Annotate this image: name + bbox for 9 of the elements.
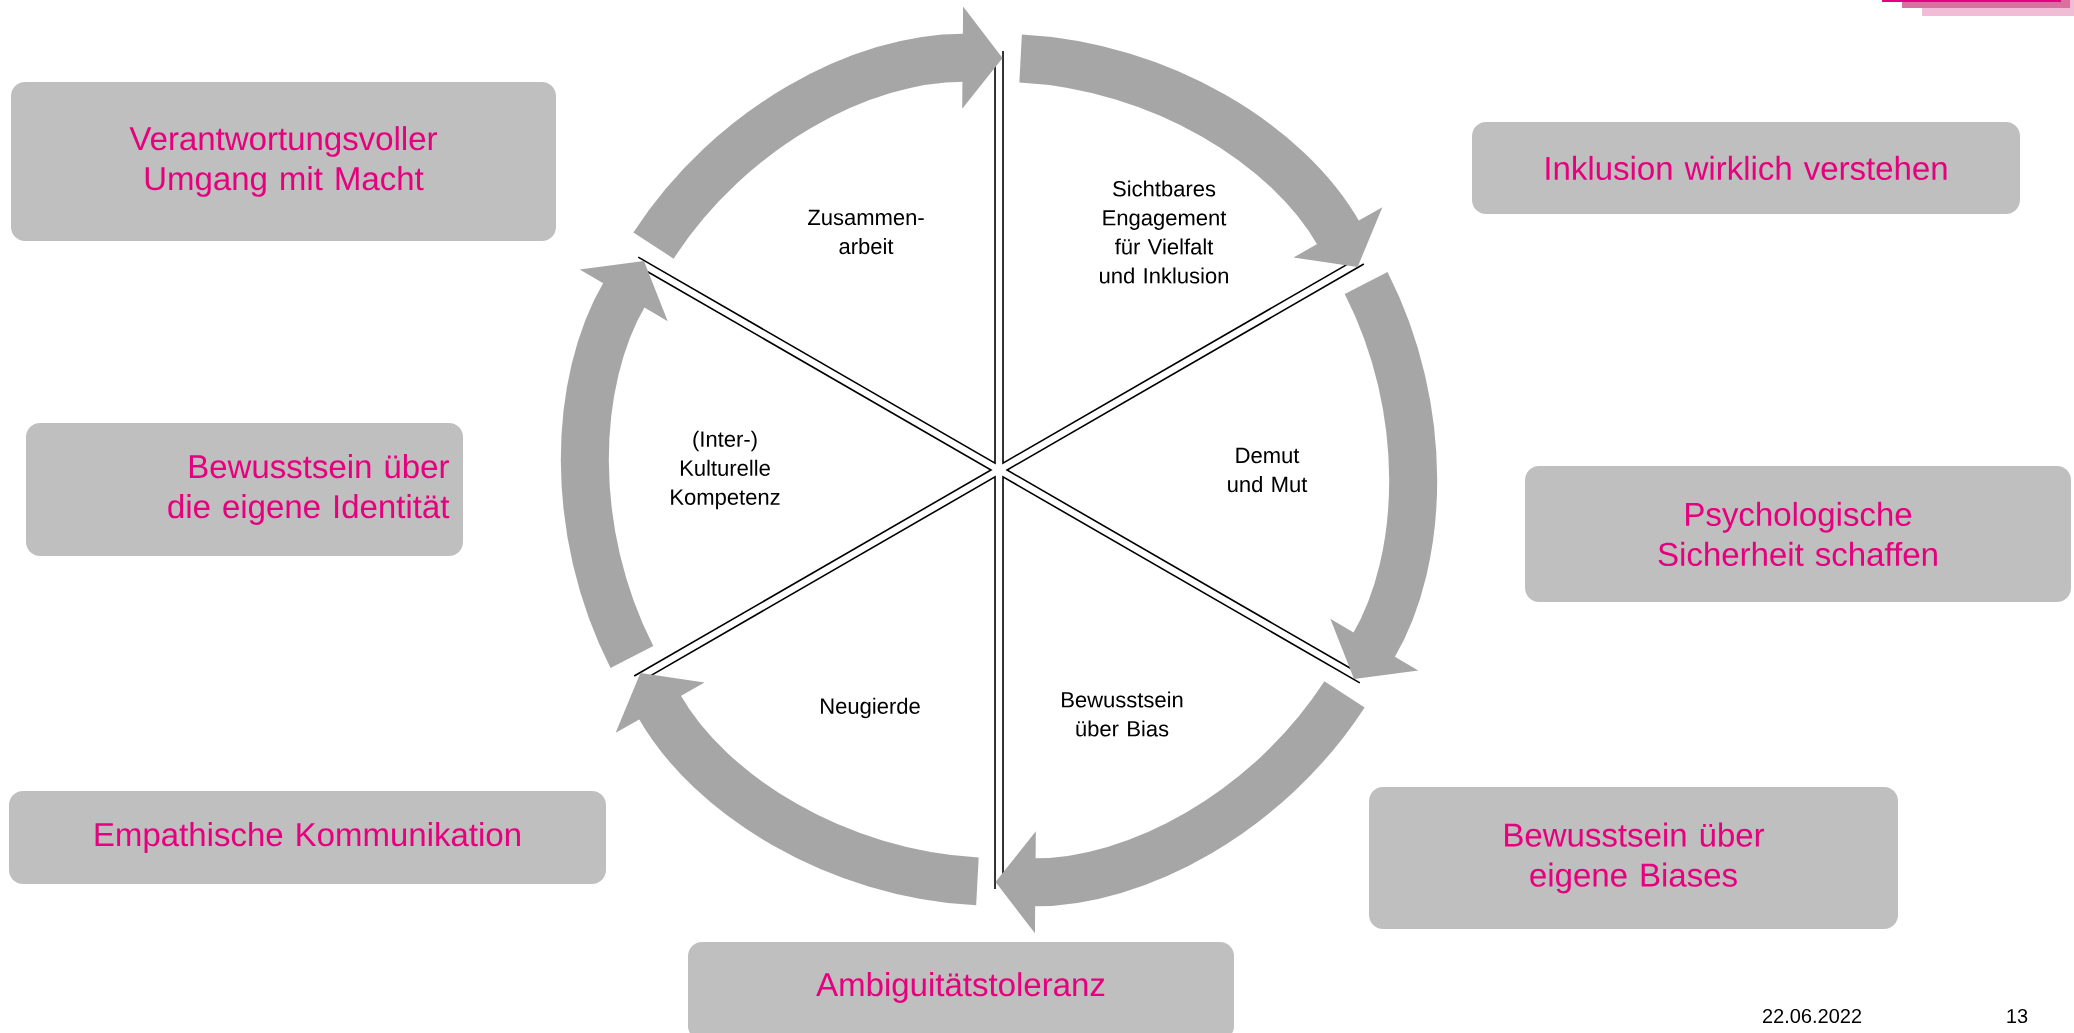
rounded-box: Ambiguitätstoleranz	[688, 942, 1234, 1033]
rounded-box: Psychologische Sicherheit schaffen	[1525, 466, 2072, 602]
rounded-box: Empathische Kommunikation	[9, 791, 606, 884]
rounded-box: Bewusstsein über eigene Biases	[1369, 787, 1899, 929]
rounded-box: Bewusstsein über die eigene Identität	[26, 423, 463, 556]
footer-text: 22.06.2022	[1763, 1008, 1862, 1024]
footer-text: 13	[2007, 1008, 2028, 1024]
rounded-box: Inklusion wirklich verstehen	[1472, 122, 2021, 214]
rounded-box: Verantwortungsvoller Umgang mit Macht	[11, 82, 556, 241]
